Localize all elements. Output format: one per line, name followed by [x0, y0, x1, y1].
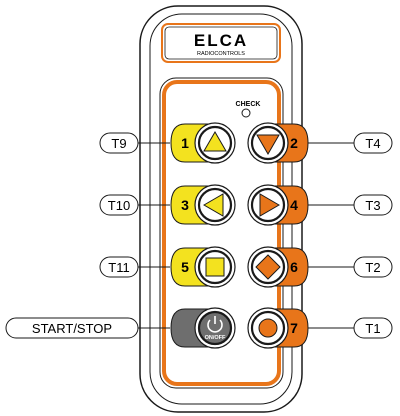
down-triangle-icon	[256, 134, 280, 155]
callout-t11: T11	[99, 256, 170, 278]
button-5[interactable]: 5	[170, 246, 236, 288]
button-4-number: 4	[290, 197, 298, 213]
right-triangle-icon	[259, 193, 280, 217]
check-led	[241, 108, 251, 118]
button-4[interactable]: 4	[247, 184, 309, 226]
button-2-number: 2	[290, 135, 298, 151]
callout-t9: T9	[99, 132, 170, 154]
callout-start-stop: START/STOP	[5, 317, 170, 339]
callout-label: T10	[108, 198, 130, 213]
button-6-number: 6	[290, 259, 298, 275]
callout-t3: T3	[308, 194, 393, 216]
on-off-label: ON/OFF	[205, 335, 226, 341]
callout-t2: T2	[308, 256, 393, 278]
button-6[interactable]: 6	[247, 246, 309, 288]
brand-logo: ELCA	[194, 31, 248, 50]
circle-icon	[258, 318, 278, 338]
button-5-number: 5	[181, 259, 189, 275]
up-triangle-icon	[203, 131, 227, 152]
button-7-number: 7	[290, 320, 298, 336]
callout-t1: T1	[308, 317, 393, 339]
on-off-button[interactable]: ON/OFF	[170, 307, 236, 349]
button-7[interactable]: 7	[247, 307, 309, 349]
callout-label: T1	[365, 321, 380, 336]
button-face	[197, 310, 233, 346]
callout-label: T11	[108, 260, 129, 275]
button-3-number: 3	[181, 197, 189, 213]
left-triangle-icon	[203, 193, 224, 217]
check-label: CHECK	[236, 101, 261, 108]
square-icon	[205, 257, 225, 277]
callout-t10: T10	[99, 194, 170, 216]
diamond-icon	[255, 254, 281, 280]
callout-label: START/STOP	[32, 321, 112, 336]
button-1[interactable]: 1	[170, 122, 236, 164]
power-icon	[207, 319, 223, 333]
callout-label: T9	[111, 136, 126, 151]
button-2[interactable]: 2	[247, 122, 309, 164]
callout-label: T2	[365, 260, 380, 275]
callout-t4: T4	[308, 132, 393, 154]
logo-panel	[161, 23, 281, 63]
button-3[interactable]: 3	[170, 184, 236, 226]
logo-panel-inner	[164, 26, 278, 60]
callout-label: T3	[365, 198, 380, 213]
callout-label: T4	[365, 136, 380, 151]
button-1-number: 1	[181, 135, 189, 151]
brand-subtitle: RADIOCONTROLS	[197, 51, 245, 57]
